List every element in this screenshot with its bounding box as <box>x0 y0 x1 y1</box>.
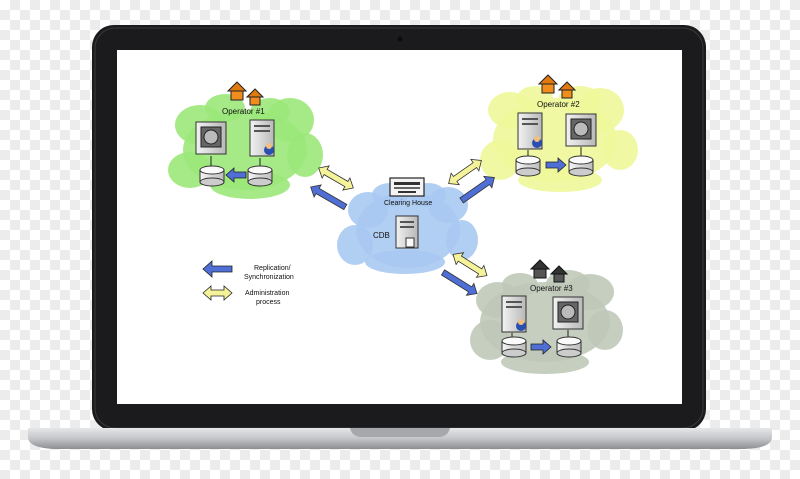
phone-icon <box>549 265 569 283</box>
replication-arrow-operator-1 <box>310 184 348 211</box>
server-icon <box>552 296 584 330</box>
admin-arrow-operator-3 <box>452 252 488 278</box>
cloud-blob <box>365 250 445 274</box>
legend-replication-line2: Synchronization <box>244 274 294 281</box>
replication-arrow <box>545 157 567 173</box>
replication-arrow <box>225 167 247 183</box>
cloud-blob <box>587 310 623 350</box>
operator-1-label: Operator #1 <box>222 107 265 116</box>
cloud-blob <box>446 220 478 260</box>
operator-2-label: Operator #2 <box>537 100 580 109</box>
cloud-blob <box>502 273 538 297</box>
database-icon <box>515 155 541 177</box>
legend-replication-line1: Replication/ <box>254 265 291 272</box>
admin-arrow-operator-1 <box>318 165 354 191</box>
cloud-blob <box>287 133 323 177</box>
database-icon <box>556 336 582 358</box>
clearing-house-label: Clearing House <box>384 200 432 207</box>
server-icon <box>501 295 527 333</box>
cloud-clearing-house <box>337 183 478 274</box>
legend: Replication/ Synchronization Administrat… <box>202 260 294 306</box>
cloud-blob <box>480 140 520 180</box>
webcam-icon <box>397 36 403 42</box>
house-icon <box>557 81 577 99</box>
server-icon <box>517 112 543 150</box>
server-icon <box>395 215 419 249</box>
admin-arrow-operator-2 <box>448 158 482 186</box>
cloud-blob <box>602 130 638 170</box>
cloud-blob <box>470 320 510 360</box>
database-icon <box>568 155 594 177</box>
legend-admin-arrow <box>202 285 233 301</box>
replication-arrow-operator-2 <box>459 175 495 204</box>
phone-icon <box>529 259 551 279</box>
database-icon <box>199 165 225 187</box>
laptop-notch <box>350 428 450 437</box>
database-icon <box>247 165 273 187</box>
server-icon <box>565 113 597 147</box>
legend-replication-arrow <box>202 260 233 278</box>
house-icon <box>226 81 248 101</box>
cdb-label: CDB <box>373 231 390 240</box>
server-icon <box>249 119 275 157</box>
house-icon <box>245 88 265 106</box>
replication-arrow-operator-3 <box>440 269 478 296</box>
operator-3-label: Operator #3 <box>530 284 573 293</box>
replication-arrow <box>530 339 552 355</box>
house-icon <box>537 74 559 94</box>
cloud-blob <box>205 94 245 122</box>
server-icon <box>195 121 227 155</box>
laptop-base <box>28 428 772 449</box>
database-icon <box>501 336 527 358</box>
monitor-icon <box>389 177 425 197</box>
legend-admin-line1: Administration <box>245 290 289 297</box>
cloud-blob <box>337 225 373 265</box>
legend-admin-line2: process <box>256 299 281 306</box>
